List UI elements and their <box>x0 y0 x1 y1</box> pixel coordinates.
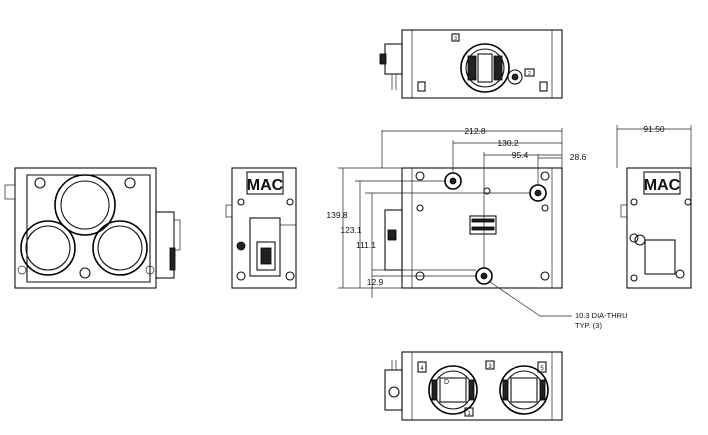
dim-hole-x1: 130.2 <box>497 138 519 148</box>
port-3-label: 3 <box>488 364 492 370</box>
hole-note-line2: TYP. (3) <box>575 321 602 330</box>
port-d-label: D <box>444 379 449 386</box>
hole-note-line1: 10.3 DIA-THRU <box>575 311 628 320</box>
left-section-view <box>4 167 181 289</box>
bottom-view: D 1 3 4 5 <box>384 351 563 421</box>
port-5-label: 5 <box>540 366 544 372</box>
front-face-view: MAC <box>225 167 297 289</box>
main-view: 212.8 130.2 95.4 28.6 139.8 123.1 111.1 … <box>326 126 627 330</box>
port-4-label: 4 <box>420 366 424 372</box>
port-1-label: 1 <box>467 411 471 417</box>
dim-width-total: 212.8 <box>464 126 486 136</box>
top-view: 2 3 <box>379 29 563 99</box>
top-port-label: 2 <box>528 71 531 77</box>
mac-logo-side: MAC <box>644 177 681 194</box>
dim-hole-x2: 95.4 <box>512 150 529 160</box>
dim-bottom-offset: 12.9 <box>367 277 384 287</box>
mac-logo: MAC <box>247 177 284 194</box>
dim-hole-y2: 111.1 <box>356 240 376 250</box>
right-side-view: MAC 91.50 <box>616 124 692 289</box>
top-marker-label: 3 <box>454 36 457 42</box>
dim-side-width: 91.50 <box>643 124 665 134</box>
dim-height-total: 139.8 <box>326 210 348 220</box>
dim-hole-y1: 123.1 <box>340 225 362 235</box>
dim-edge-offset: 28.6 <box>570 152 587 162</box>
